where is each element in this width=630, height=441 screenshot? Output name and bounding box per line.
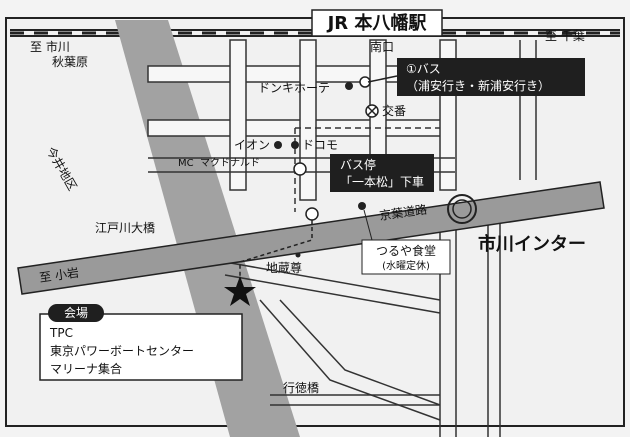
- koban-icon: [365, 104, 379, 118]
- venue-line2: 東京パワーボートセンター: [50, 344, 194, 358]
- keiyo-road-band: [17, 181, 605, 295]
- tsuruya-box: [361, 239, 451, 275]
- interchange-inner: [452, 199, 472, 219]
- mcd-prefix-label: MC: [178, 158, 194, 169]
- to-akihabara-label: 秋葉原: [52, 55, 88, 69]
- stop-callout-title: バス停: [340, 157, 376, 172]
- tsuruya-dot: [358, 202, 366, 210]
- bus-callout-pointer: [367, 75, 398, 83]
- venue-line1: TPC: [49, 326, 73, 340]
- gyotoku-label: 行徳橋: [283, 380, 319, 395]
- jizo-label: 地蔵尊: [266, 260, 302, 275]
- bus-callout-box: [397, 58, 585, 96]
- bus-stop-ipponmatsu-marker: [305, 207, 319, 221]
- venue-line3: マリーナ集合: [50, 361, 122, 376]
- venue-box: [39, 313, 243, 381]
- road-left-label: 至 小岩: [38, 265, 80, 285]
- docomo-dot: [291, 141, 299, 149]
- mcd-label: マクドナルド: [200, 157, 260, 169]
- bus-callout-detail: （浦安行き・新浦安行き）: [406, 78, 550, 93]
- keiyo-road-label: 京葉道路: [378, 201, 428, 223]
- tsuruya-label: つるや食堂: [376, 243, 436, 258]
- aeon-dot: [274, 141, 282, 149]
- stop-callout-box: [330, 154, 434, 192]
- to-chiba-label: 至 千葉: [545, 29, 585, 43]
- aeon-label: イオン: [234, 138, 270, 152]
- docomo-label: ドコモ: [302, 138, 338, 152]
- to-ichikawa-label: 至 市川: [30, 39, 70, 54]
- donki-label: ドンキホーテ: [258, 81, 330, 95]
- edogawa-bridge-label: 江戸川大橋: [95, 221, 155, 235]
- donki-dot: [345, 82, 353, 90]
- interchange-circle: [447, 194, 477, 224]
- station-title: JR 本八幡駅: [326, 12, 428, 34]
- venue-star-icon: [224, 276, 256, 306]
- ichikawa-ic-label: 市川インター: [478, 233, 586, 255]
- venue-tag: 会場: [64, 306, 88, 320]
- bus-callout-title: ①バス: [406, 62, 441, 76]
- south-exit-label: 南口: [370, 39, 394, 54]
- venue-tag-bg: [48, 304, 104, 322]
- route-to-venue: [239, 220, 313, 276]
- jizo-dot: [295, 252, 301, 258]
- station-title-box: [311, 9, 443, 37]
- tsuruya-note: (水曜定休): [382, 259, 430, 272]
- koban-label: 交番: [382, 103, 406, 118]
- mcd-marker: [293, 162, 307, 176]
- tsuruya-pointer: [363, 209, 373, 241]
- stop-callout-name: 「一本松」下車: [340, 175, 424, 189]
